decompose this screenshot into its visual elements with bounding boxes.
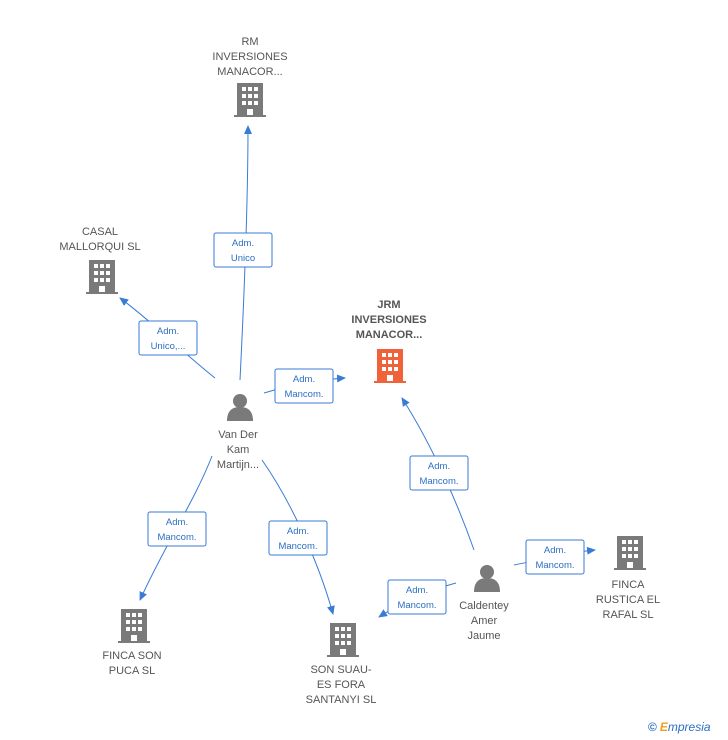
node-rafal[interactable]: FINCA RUSTICA EL RAFAL SL (596, 536, 660, 621)
edge-label-box (213, 232, 273, 268)
edge-label-box (274, 368, 334, 404)
node-label-line: MANACOR... (356, 329, 423, 341)
edge-label-caldentey-suau[interactable]: Adm. Mancom. (387, 579, 447, 615)
person-icon[interactable] (474, 565, 500, 592)
node-label-line: FINCA (612, 579, 646, 591)
node-label-line: SON SUAU- (310, 664, 371, 676)
edge-label-box (525, 539, 585, 575)
edge-label-box (147, 511, 207, 547)
edge-label-line: Adm. (293, 374, 315, 385)
edge-label-line: Mancom. (157, 532, 196, 543)
node-label-line: RUSTICA EL (596, 594, 660, 606)
edge-label-box (387, 579, 447, 615)
nodes-layer: RM INVERSIONES MANACOR... CASAL MALLORQUI SL… (59, 36, 660, 706)
node-label-line: INVERSIONES (212, 51, 287, 63)
edge-label-vdk-suau[interactable]: Adm. Mancom. (268, 520, 328, 556)
node-label-line: Kam (227, 444, 250, 456)
edge-label-line: Mancom. (278, 541, 317, 552)
edge-label-line: Mancom. (397, 600, 436, 611)
building-icon[interactable] (118, 609, 150, 643)
brand-logo-letter: E (659, 720, 668, 734)
node-suau[interactable]: SON SUAU- ES FORA SANTANYI SL (306, 623, 377, 706)
node-vdk[interactable]: Van DerKamMartijn... (217, 394, 259, 471)
edge-labels-layer: Adm.UnicoAdm.Unico,...Adm.Mancom.Adm.Man… (138, 232, 585, 615)
edge-label-line: Mancom. (535, 560, 574, 571)
node-label-line: ES FORA (317, 679, 366, 691)
edge-label-line: Adm. (287, 526, 309, 537)
node-label-line: Caldentey (459, 600, 509, 612)
node-label-line: CASAL (82, 226, 118, 238)
edge-label-vdk-jrm[interactable]: Adm. Mancom. (274, 368, 334, 404)
edge-label-box (409, 455, 469, 491)
node-label-line: FINCA SON (102, 650, 161, 662)
node-label-line: INVERSIONES (351, 314, 426, 326)
node-label-line: MANACOR... (217, 66, 282, 78)
edge-label-box (138, 320, 198, 356)
edge-label-vdk-puca[interactable]: Adm. Mancom. (147, 511, 207, 547)
building-icon[interactable] (234, 83, 266, 117)
brand-name: mpresia (667, 720, 711, 734)
empresia-brand[interactable]: ©Empresia (648, 720, 711, 734)
edge-label-vdk-rm[interactable]: Adm. Unico (213, 232, 273, 268)
node-label-line: Amer (471, 615, 498, 627)
edge-label-line: Mancom. (419, 476, 458, 487)
node-label-line: RM (241, 36, 258, 48)
edge-label-caldentey-rafal[interactable]: Adm. Mancom. (525, 539, 585, 575)
building-icon[interactable] (86, 260, 118, 294)
edge-label-box (268, 520, 328, 556)
edge-label-line: Mancom. (284, 389, 323, 400)
edge-label-line: Unico (231, 253, 255, 264)
edge-label-line: Adm. (406, 585, 428, 596)
node-label-line: MALLORQUI SL (59, 241, 140, 253)
node-label-line: SANTANYI SL (306, 694, 377, 706)
node-jrm[interactable]: JRM INVERSIONES MANACOR... (351, 299, 427, 383)
edge-label-vdk-casal[interactable]: Adm. Unico,... (138, 320, 198, 356)
edge-label-line: Adm. (157, 326, 179, 337)
building-icon[interactable] (327, 623, 359, 657)
node-label-line: Jaume (467, 630, 500, 642)
building-icon[interactable] (374, 349, 406, 383)
edge-label-line: Adm. (232, 238, 254, 249)
node-label-line: JRM (377, 299, 400, 311)
edge-label-line: Adm. (166, 517, 188, 528)
building-icon[interactable] (614, 536, 646, 570)
edge-label-line: Adm. (428, 461, 450, 472)
node-rm[interactable]: RM INVERSIONES MANACOR... (212, 36, 288, 117)
node-casal[interactable]: CASAL MALLORQUI SL (59, 226, 141, 294)
copyright-symbol: © (648, 720, 657, 734)
edge-label-line: Unico,... (151, 341, 186, 352)
node-puca[interactable]: FINCA SON PUCA SL (102, 609, 162, 677)
node-label-line: Martijn... (217, 459, 259, 471)
person-icon[interactable] (227, 394, 253, 421)
edge-label-caldentey-jrm[interactable]: Adm. Mancom. (409, 455, 469, 491)
node-label-line: PUCA SL (109, 665, 155, 677)
node-label-line: Van Der (218, 429, 258, 441)
edge-label-line: Adm. (544, 545, 566, 556)
node-label-line: RAFAL SL (603, 609, 654, 621)
